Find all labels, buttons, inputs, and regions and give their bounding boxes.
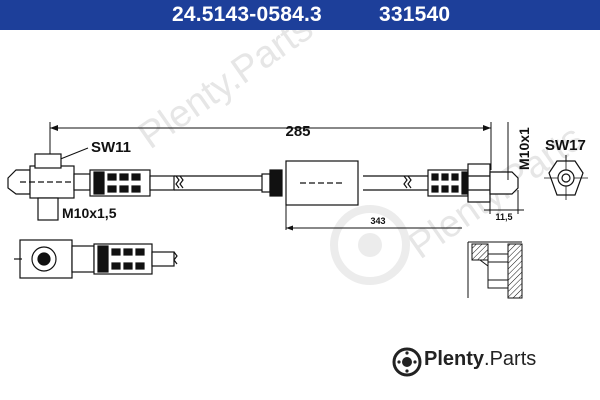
hose [174, 175, 428, 191]
watermark-hub-icon [358, 233, 382, 257]
brand-name-rest: .Parts [484, 348, 537, 370]
right-nut [467, 163, 519, 203]
sw-left-leader [57, 147, 89, 161]
header-bar: 24.5143-0584.3 331540 [0, 0, 600, 30]
middle-sleeve [261, 160, 359, 206]
length-label: 285 [285, 123, 310, 140]
banjo-detail-view [14, 239, 178, 279]
sw-right-label: SW17 [545, 137, 586, 154]
left-banjo-fitting [7, 153, 91, 221]
brand-name: Plenty.Parts [424, 348, 536, 371]
brand-name-bold: Plenty [424, 348, 485, 370]
left-ferrule [89, 169, 175, 197]
seat-section-view [467, 241, 523, 299]
sw-left-label: SW11 [91, 139, 131, 156]
part-number: 24.5143-0584.3 [172, 3, 322, 26]
sub-length-label: 343 [370, 216, 385, 226]
right-ferrule [427, 169, 469, 197]
dimension-285: 285 [49, 122, 492, 180]
thread-left-label: M10x1,5 [62, 205, 117, 221]
watermark-disc-icon [330, 205, 410, 285]
dim-small-label: 11,5 [495, 212, 512, 222]
technical-drawing: Plenty.Parts Plenty.Parts 285 SW11 M10x1… [7, 30, 591, 299]
reference-number: 331540 [379, 3, 451, 26]
plenty-parts-logo-icon [392, 347, 422, 377]
dimension-11-5: 11,5 [484, 190, 524, 222]
dimension-343: 343 [285, 205, 462, 231]
thread-right-label: M10x1 [516, 127, 532, 170]
hex-nut-end-view [544, 156, 588, 200]
